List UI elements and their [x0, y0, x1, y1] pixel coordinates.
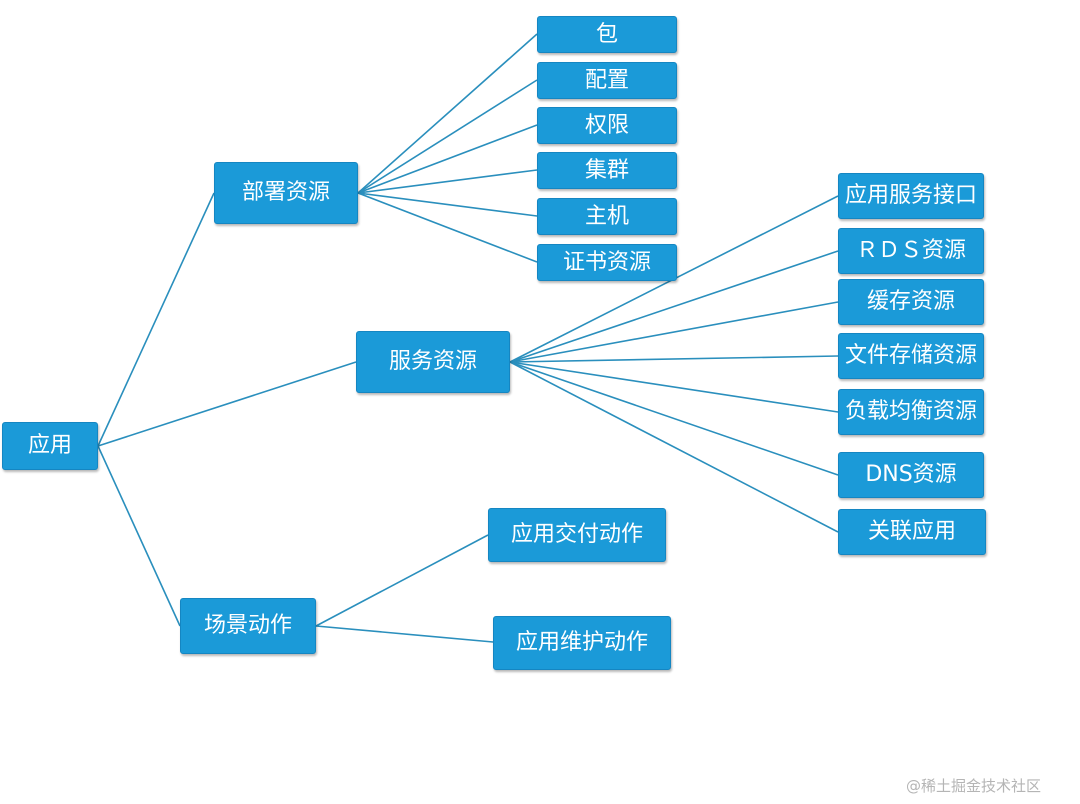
node-root: 应用 — [2, 422, 98, 470]
node-app-service-api: 应用服务接口 — [838, 173, 984, 219]
node-load-balance-resources: 负载均衡资源 — [838, 389, 984, 435]
edge-scene-delivery — [315, 534, 489, 627]
node-host: 主机 — [537, 198, 677, 235]
node-related-app: 关联应用 — [838, 509, 986, 555]
node-file-storage-resources: 文件存储资源 — [838, 333, 984, 379]
node-certificate-resources: 证书资源 — [537, 244, 677, 281]
node-service-resources: 服务资源 — [356, 331, 510, 393]
node-scene-actions: 场景动作 — [180, 598, 316, 654]
edge-deploy-cert — [357, 192, 538, 263]
node-dns-resources: DNS资源 — [838, 452, 984, 498]
edge-deploy-cluster — [357, 169, 538, 194]
node-config: 配置 — [537, 62, 677, 99]
node-deploy-resources: 部署资源 — [214, 162, 358, 224]
edge-service-dns — [509, 361, 839, 476]
edge-service-cache — [509, 301, 839, 363]
edge-service-file — [509, 355, 839, 363]
node-rds-resources: ＲＤＳ资源 — [838, 228, 984, 274]
node-cache-resources: 缓存资源 — [838, 279, 984, 325]
node-app-maintenance-action: 应用维护动作 — [493, 616, 671, 670]
edge-service-lb — [509, 361, 839, 413]
node-app-delivery-action: 应用交付动作 — [488, 508, 666, 562]
edge-root-scene — [97, 445, 181, 627]
edge-scene-maintenance — [315, 625, 494, 643]
watermark-text: @稀土掘金技术社区 — [906, 777, 1042, 795]
node-cluster: 集群 — [537, 152, 677, 189]
edge-deploy-package — [357, 33, 538, 194]
edge-root-deploy — [97, 192, 215, 447]
edge-service-related — [509, 361, 839, 533]
node-package: 包 — [537, 16, 677, 53]
edge-deploy-permission — [357, 124, 538, 194]
edge-deploy-config — [357, 79, 538, 194]
edge-deploy-host — [357, 192, 538, 217]
edge-service-rds — [509, 250, 839, 363]
node-permission: 权限 — [537, 107, 677, 144]
edge-root-service — [97, 361, 357, 447]
